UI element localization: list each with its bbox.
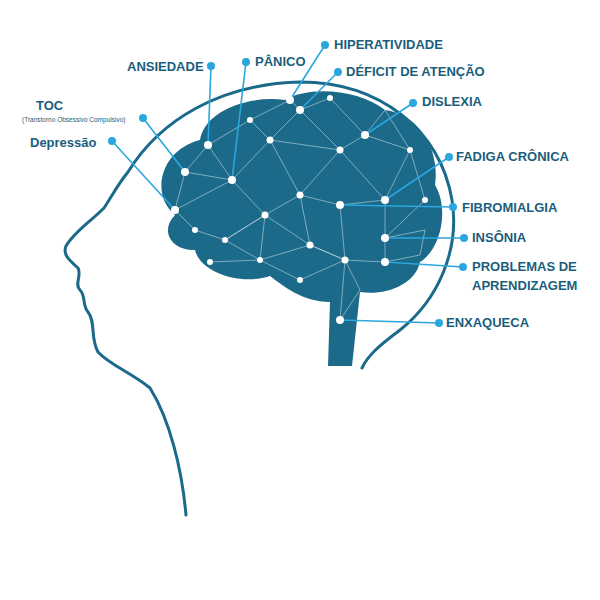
condition-label: INSÔNIA: [472, 229, 526, 248]
brain-network-dots: [192, 95, 428, 283]
head-outline: [65, 82, 454, 515]
label-subtitle: (Transtorno Obsessivo Compulsivo): [22, 116, 125, 123]
condition-label: ANSIEDADE: [127, 58, 204, 77]
condition-label: PÂNICO: [255, 53, 306, 72]
condition-label: DISLEXIA: [422, 93, 482, 112]
condition-label: TOC: [36, 97, 63, 116]
condition-label: PROBLEMAS DE APRENDIZAGEM: [472, 258, 590, 296]
condition-label: HIPERATIVIDADE: [334, 36, 443, 55]
brain-anchor-dots: [171, 96, 389, 324]
condition-label: FADIGA CRÔNICA: [456, 148, 569, 167]
brain-shape: [161, 91, 442, 366]
condition-label: ENXAQUECA: [446, 314, 529, 333]
leader-end-dots: [108, 41, 468, 327]
leader-lines: [112, 45, 464, 323]
brain-network: [175, 98, 425, 320]
condition-label: DÉFICIT DE ATENÇÃO: [346, 63, 485, 82]
condition-label: FIBROMIALGIA: [462, 199, 557, 218]
condition-label: Depressão: [30, 134, 96, 153]
